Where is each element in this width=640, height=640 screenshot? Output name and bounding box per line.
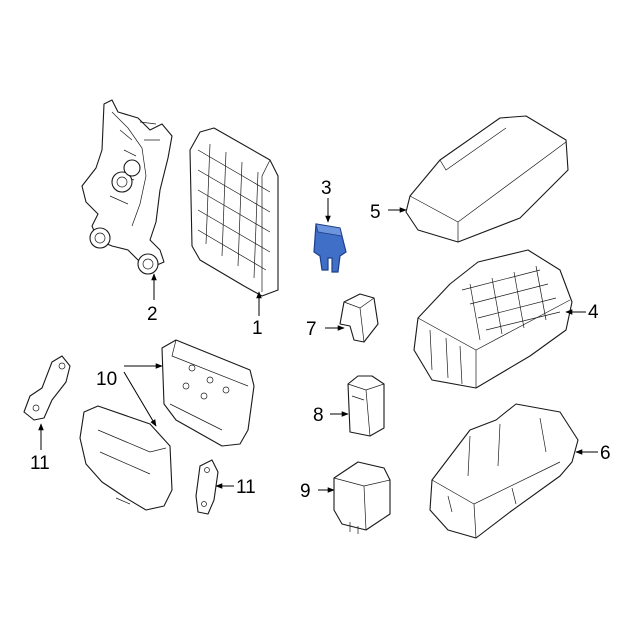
part-11-bracket-center[interactable] xyxy=(195,459,219,515)
callout-6: 6 xyxy=(600,443,611,464)
callout-11-center: 11 xyxy=(236,477,256,498)
callout-3: 3 xyxy=(321,178,332,199)
part-9-relay[interactable] xyxy=(333,461,391,534)
part-6-lower-tray[interactable] xyxy=(429,403,579,539)
callout-10: 10 xyxy=(96,369,117,390)
callout-11-left: 11 xyxy=(30,453,50,474)
leader-lines xyxy=(38,198,598,493)
callout-9: 9 xyxy=(300,481,311,502)
part-1-grid-panel[interactable] xyxy=(189,127,279,297)
part-5-cover[interactable] xyxy=(405,115,569,243)
part-4-fuse-box[interactable] xyxy=(413,249,573,389)
part-2-bracket[interactable] xyxy=(81,99,173,275)
part-11-bracket-left[interactable] xyxy=(23,355,71,421)
callout-5: 5 xyxy=(370,202,381,223)
callout-1: 1 xyxy=(252,318,263,339)
part-3-fuse[interactable] xyxy=(313,223,347,273)
callout-7: 7 xyxy=(306,319,317,340)
part-7-connector[interactable] xyxy=(339,293,379,343)
callout-8: 8 xyxy=(313,405,324,426)
callout-2: 2 xyxy=(147,304,158,325)
callout-4: 4 xyxy=(588,302,599,323)
part-10-module[interactable] xyxy=(79,339,255,511)
part-8-relay[interactable] xyxy=(347,375,385,437)
